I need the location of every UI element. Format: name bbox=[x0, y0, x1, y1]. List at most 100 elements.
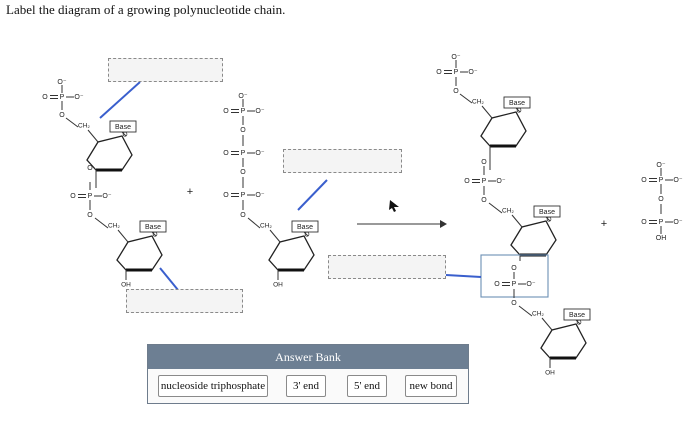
oxygen-atom: O bbox=[70, 193, 76, 200]
ch2-bond bbox=[541, 317, 553, 331]
oxygen-anion: O⁻ bbox=[496, 178, 505, 185]
oxygen-anion: O⁻ bbox=[238, 93, 247, 100]
label-drop-target-3[interactable] bbox=[328, 255, 446, 279]
oxygen-atom: O bbox=[641, 177, 647, 184]
answer-chip-5-prime-end[interactable]: 5' end bbox=[347, 375, 387, 397]
oxygen-atom: O bbox=[87, 212, 93, 219]
hydroxyl-group: OH bbox=[121, 282, 131, 289]
pointer-line bbox=[297, 179, 328, 211]
bond-line bbox=[518, 305, 533, 317]
pointer-line bbox=[99, 81, 141, 119]
ribose-ring bbox=[480, 111, 527, 147]
oxygen-atom: O bbox=[453, 88, 459, 95]
answer-chip-new-bond[interactable]: new bond bbox=[405, 375, 457, 397]
oxygen-atom: O bbox=[87, 165, 93, 172]
phosphorus-atom: P bbox=[60, 94, 65, 101]
ch2-bond bbox=[87, 129, 99, 143]
oxygen-atom: O bbox=[481, 159, 487, 166]
hydroxyl-group: OH bbox=[656, 235, 667, 242]
phosphorus-atom: P bbox=[659, 219, 664, 226]
bond-line bbox=[65, 117, 79, 128]
reaction-arrow-head bbox=[440, 220, 447, 228]
oxygen-anion: O⁻ bbox=[102, 193, 111, 200]
oxygen-atom: O bbox=[42, 94, 48, 101]
label-drop-target-4[interactable] bbox=[126, 289, 243, 313]
bond-line bbox=[247, 217, 261, 229]
oxygen-atom: O bbox=[481, 197, 487, 204]
ch2-group: CH₂ bbox=[78, 123, 90, 130]
hydroxyl-group: OH bbox=[545, 370, 555, 377]
oxygen-atom: O bbox=[240, 127, 246, 134]
ribose-ring bbox=[510, 220, 557, 256]
label-drop-target-2[interactable] bbox=[283, 149, 402, 173]
base-box bbox=[533, 205, 561, 218]
phosphorus-atom: P bbox=[454, 69, 459, 76]
base-bond bbox=[545, 216, 551, 222]
ch2-group: CH₂ bbox=[260, 223, 272, 230]
ch2-bond bbox=[117, 229, 129, 243]
base-bond bbox=[121, 131, 127, 137]
base-bond bbox=[151, 231, 157, 237]
oxygen-atom: O bbox=[641, 219, 647, 226]
plus-sign: + bbox=[601, 218, 607, 230]
answer-bank: Answer Bank nucleoside triphosphate 3' e… bbox=[147, 344, 469, 404]
base-box bbox=[109, 120, 137, 133]
answer-chip-nucleoside-triphosphate[interactable]: nucleoside triphosphate bbox=[158, 375, 268, 397]
base-label: Base bbox=[539, 209, 555, 216]
oxygen-atom: O bbox=[436, 69, 442, 76]
oxygen-anion: O⁻ bbox=[673, 219, 682, 226]
base-label: Base bbox=[509, 100, 525, 107]
oxygen-atom: O bbox=[59, 112, 65, 119]
ribose-ring bbox=[540, 323, 587, 359]
ch2-bond bbox=[481, 105, 493, 119]
phosphorus-atom: P bbox=[241, 150, 246, 157]
oxygen-atom: O bbox=[223, 192, 229, 199]
oxygen-anion: O⁻ bbox=[255, 108, 264, 115]
oxygen-anion: O⁻ bbox=[57, 79, 66, 86]
base-box bbox=[139, 220, 167, 233]
base-box bbox=[503, 96, 531, 109]
answer-bank-title: Answer Bank bbox=[148, 345, 468, 369]
answer-chip-3-prime-end[interactable]: 3' end bbox=[286, 375, 326, 397]
phosphorus-atom: P bbox=[659, 177, 664, 184]
oxygen-anion: O⁻ bbox=[656, 162, 665, 169]
oxygen-anion: O⁻ bbox=[255, 150, 264, 157]
ch2-bond bbox=[269, 229, 281, 243]
mouse-cursor-icon bbox=[389, 200, 399, 212]
oxygen-atom: O bbox=[223, 150, 229, 157]
base-box bbox=[291, 220, 319, 233]
base-bond bbox=[575, 319, 581, 325]
oxygen-atom: O bbox=[511, 265, 517, 272]
oxygen-anion: O⁻ bbox=[468, 69, 477, 76]
oxygen-atom: O bbox=[240, 169, 246, 176]
base-bond bbox=[303, 231, 309, 237]
bond-line bbox=[488, 202, 503, 214]
phosphorus-atom: P bbox=[241, 192, 246, 199]
base-bond bbox=[515, 107, 521, 113]
base-label: Base bbox=[297, 224, 313, 231]
oxygen-anion: O⁻ bbox=[451, 54, 460, 61]
question-prompt: Label the diagram of a growing polynucle… bbox=[6, 2, 286, 17]
label-drop-target-1[interactable] bbox=[108, 58, 223, 82]
oxygen-atom: O bbox=[464, 178, 470, 185]
oxygen-atom: O bbox=[658, 196, 664, 203]
ribose-ring bbox=[116, 235, 163, 271]
plus-sign: + bbox=[187, 186, 193, 198]
oxygen-atom: O bbox=[511, 300, 517, 307]
oxygen-anion: O⁻ bbox=[673, 177, 682, 184]
ch2-group: CH₂ bbox=[108, 223, 120, 230]
base-label: Base bbox=[569, 312, 585, 319]
oxygen-atom: O bbox=[223, 108, 229, 115]
phosphorus-atom: P bbox=[88, 193, 93, 200]
pointer-line bbox=[159, 267, 179, 291]
phosphorus-atom: P bbox=[512, 281, 517, 288]
bond-line bbox=[94, 217, 109, 229]
base-label: Base bbox=[145, 224, 161, 231]
hydroxyl-group: OH bbox=[273, 282, 283, 289]
oxygen-atom: O bbox=[494, 281, 500, 288]
oxygen-atom: O bbox=[240, 212, 246, 219]
ribose-ring bbox=[268, 235, 315, 271]
pointer-line bbox=[445, 274, 482, 278]
oxygen-anion: O⁻ bbox=[74, 94, 83, 101]
